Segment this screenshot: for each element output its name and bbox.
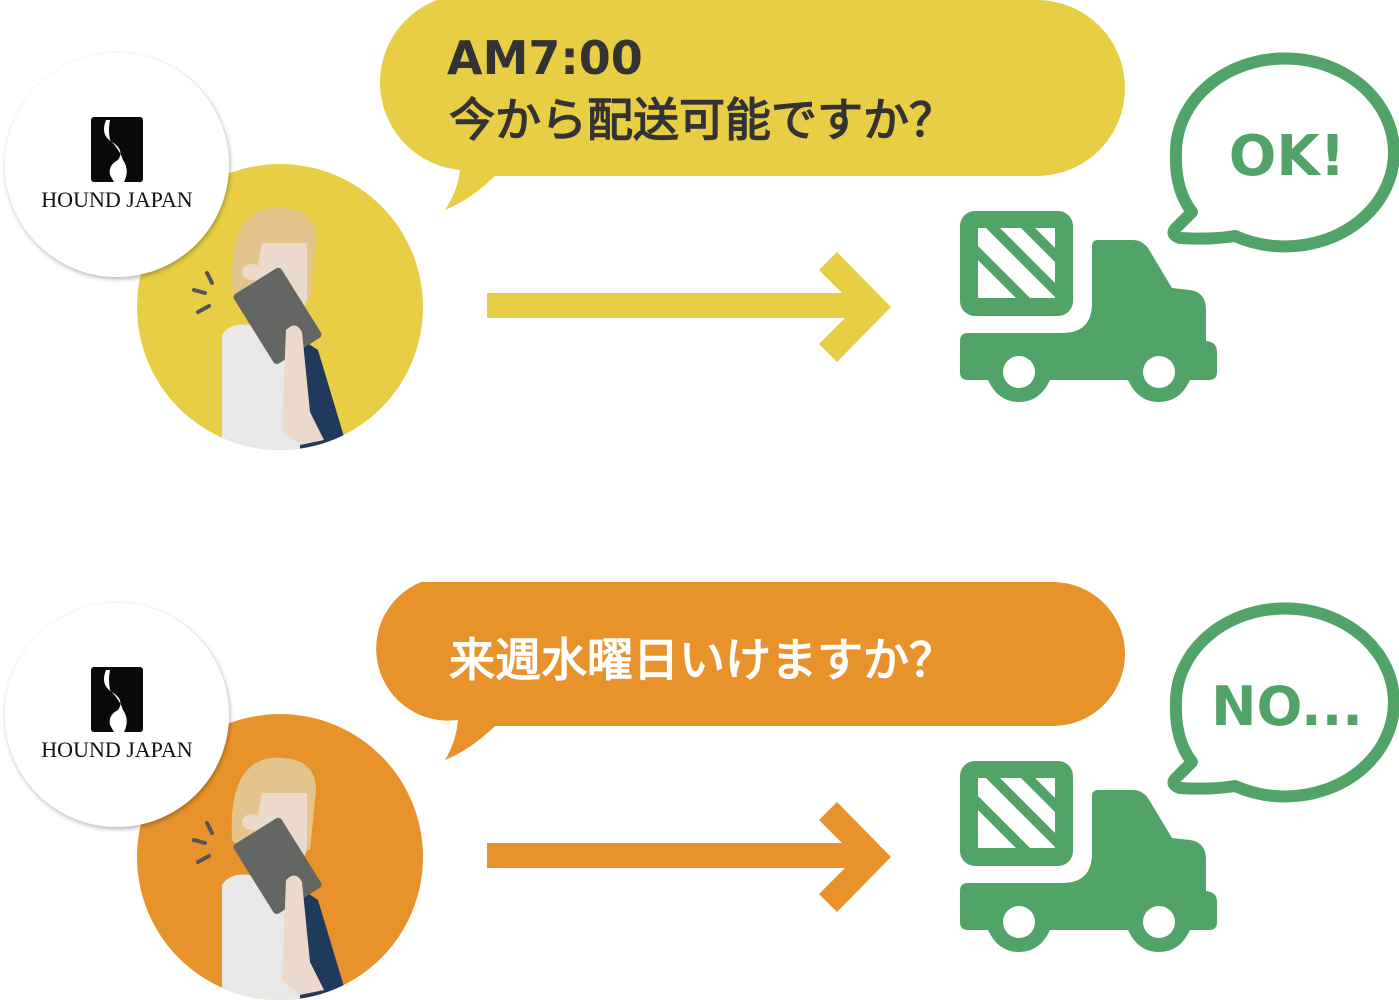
logo-text: HOUND JAPAN [41,187,192,212]
ringing-icon [192,821,214,864]
arrow-icon [487,252,891,362]
question-text: 来週水曜日いけますか？ [449,633,955,687]
answer-bubble: NO... [1167,602,1399,803]
ringing-icon [192,271,214,314]
question-text: 今から配送可能ですか？ [449,93,955,147]
answer-text: NO... [1211,675,1362,738]
answer-text: OK! [1229,124,1346,189]
customer-illustration [137,714,423,1000]
arrow-icon [487,802,891,912]
hound-japan-logo: HOUND JAPAN [5,53,229,277]
question-bubble: AM7:00 今から配送可能ですか？ [379,0,1125,210]
truck-icon [960,761,1217,952]
answer-bubble: OK! [1167,52,1399,253]
scenario-ok: HOUND JAPAN AM7:00 今から配送可能ですか？ OK! [5,0,1399,450]
customer-illustration [137,164,423,450]
hound-japan-logo: HOUND JAPAN [5,603,229,827]
time-text: AM7:00 [447,31,643,85]
scenario-no: HOUND JAPAN 来週水曜日いけますか？ NO... [5,582,1399,1000]
logo-text: HOUND JAPAN [41,737,192,762]
truck-icon [960,211,1217,402]
question-bubble: 来週水曜日いけますか？ [376,582,1125,760]
